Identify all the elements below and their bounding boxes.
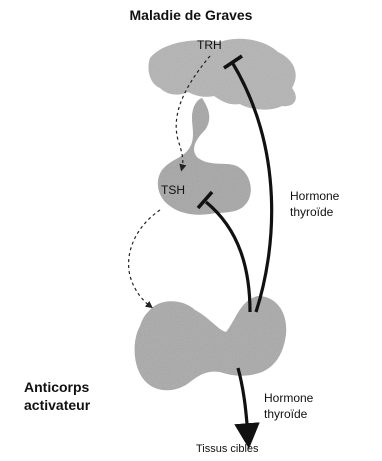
hormone-lower-label-line1: Hormone (264, 392, 313, 405)
hypothalamus-shape (148, 39, 295, 110)
tsh-to-thyroid-dashed-arrow (129, 210, 160, 306)
trh-label: TRH (197, 39, 222, 52)
hormone-output-arrow (238, 368, 248, 436)
anticorps-label-line1: Anticorps (24, 380, 89, 395)
tsh-label: TSH (161, 184, 185, 197)
thyroid-gland-shape (135, 296, 287, 390)
hormone-upper-label-line2: thyroïde (290, 206, 333, 219)
hormone-lower-label-line2: thyroïde (264, 408, 307, 421)
diagram-title: Maladie de Graves (0, 8, 382, 23)
tissus-cibles-label: Tissus cibles (196, 443, 259, 455)
hormone-upper-label-line1: Hormone (290, 190, 339, 203)
pituitary-gland-shape (158, 98, 251, 215)
anticorps-label-line2: activateur (24, 398, 90, 413)
feedback-to-tsh-line (206, 202, 250, 312)
